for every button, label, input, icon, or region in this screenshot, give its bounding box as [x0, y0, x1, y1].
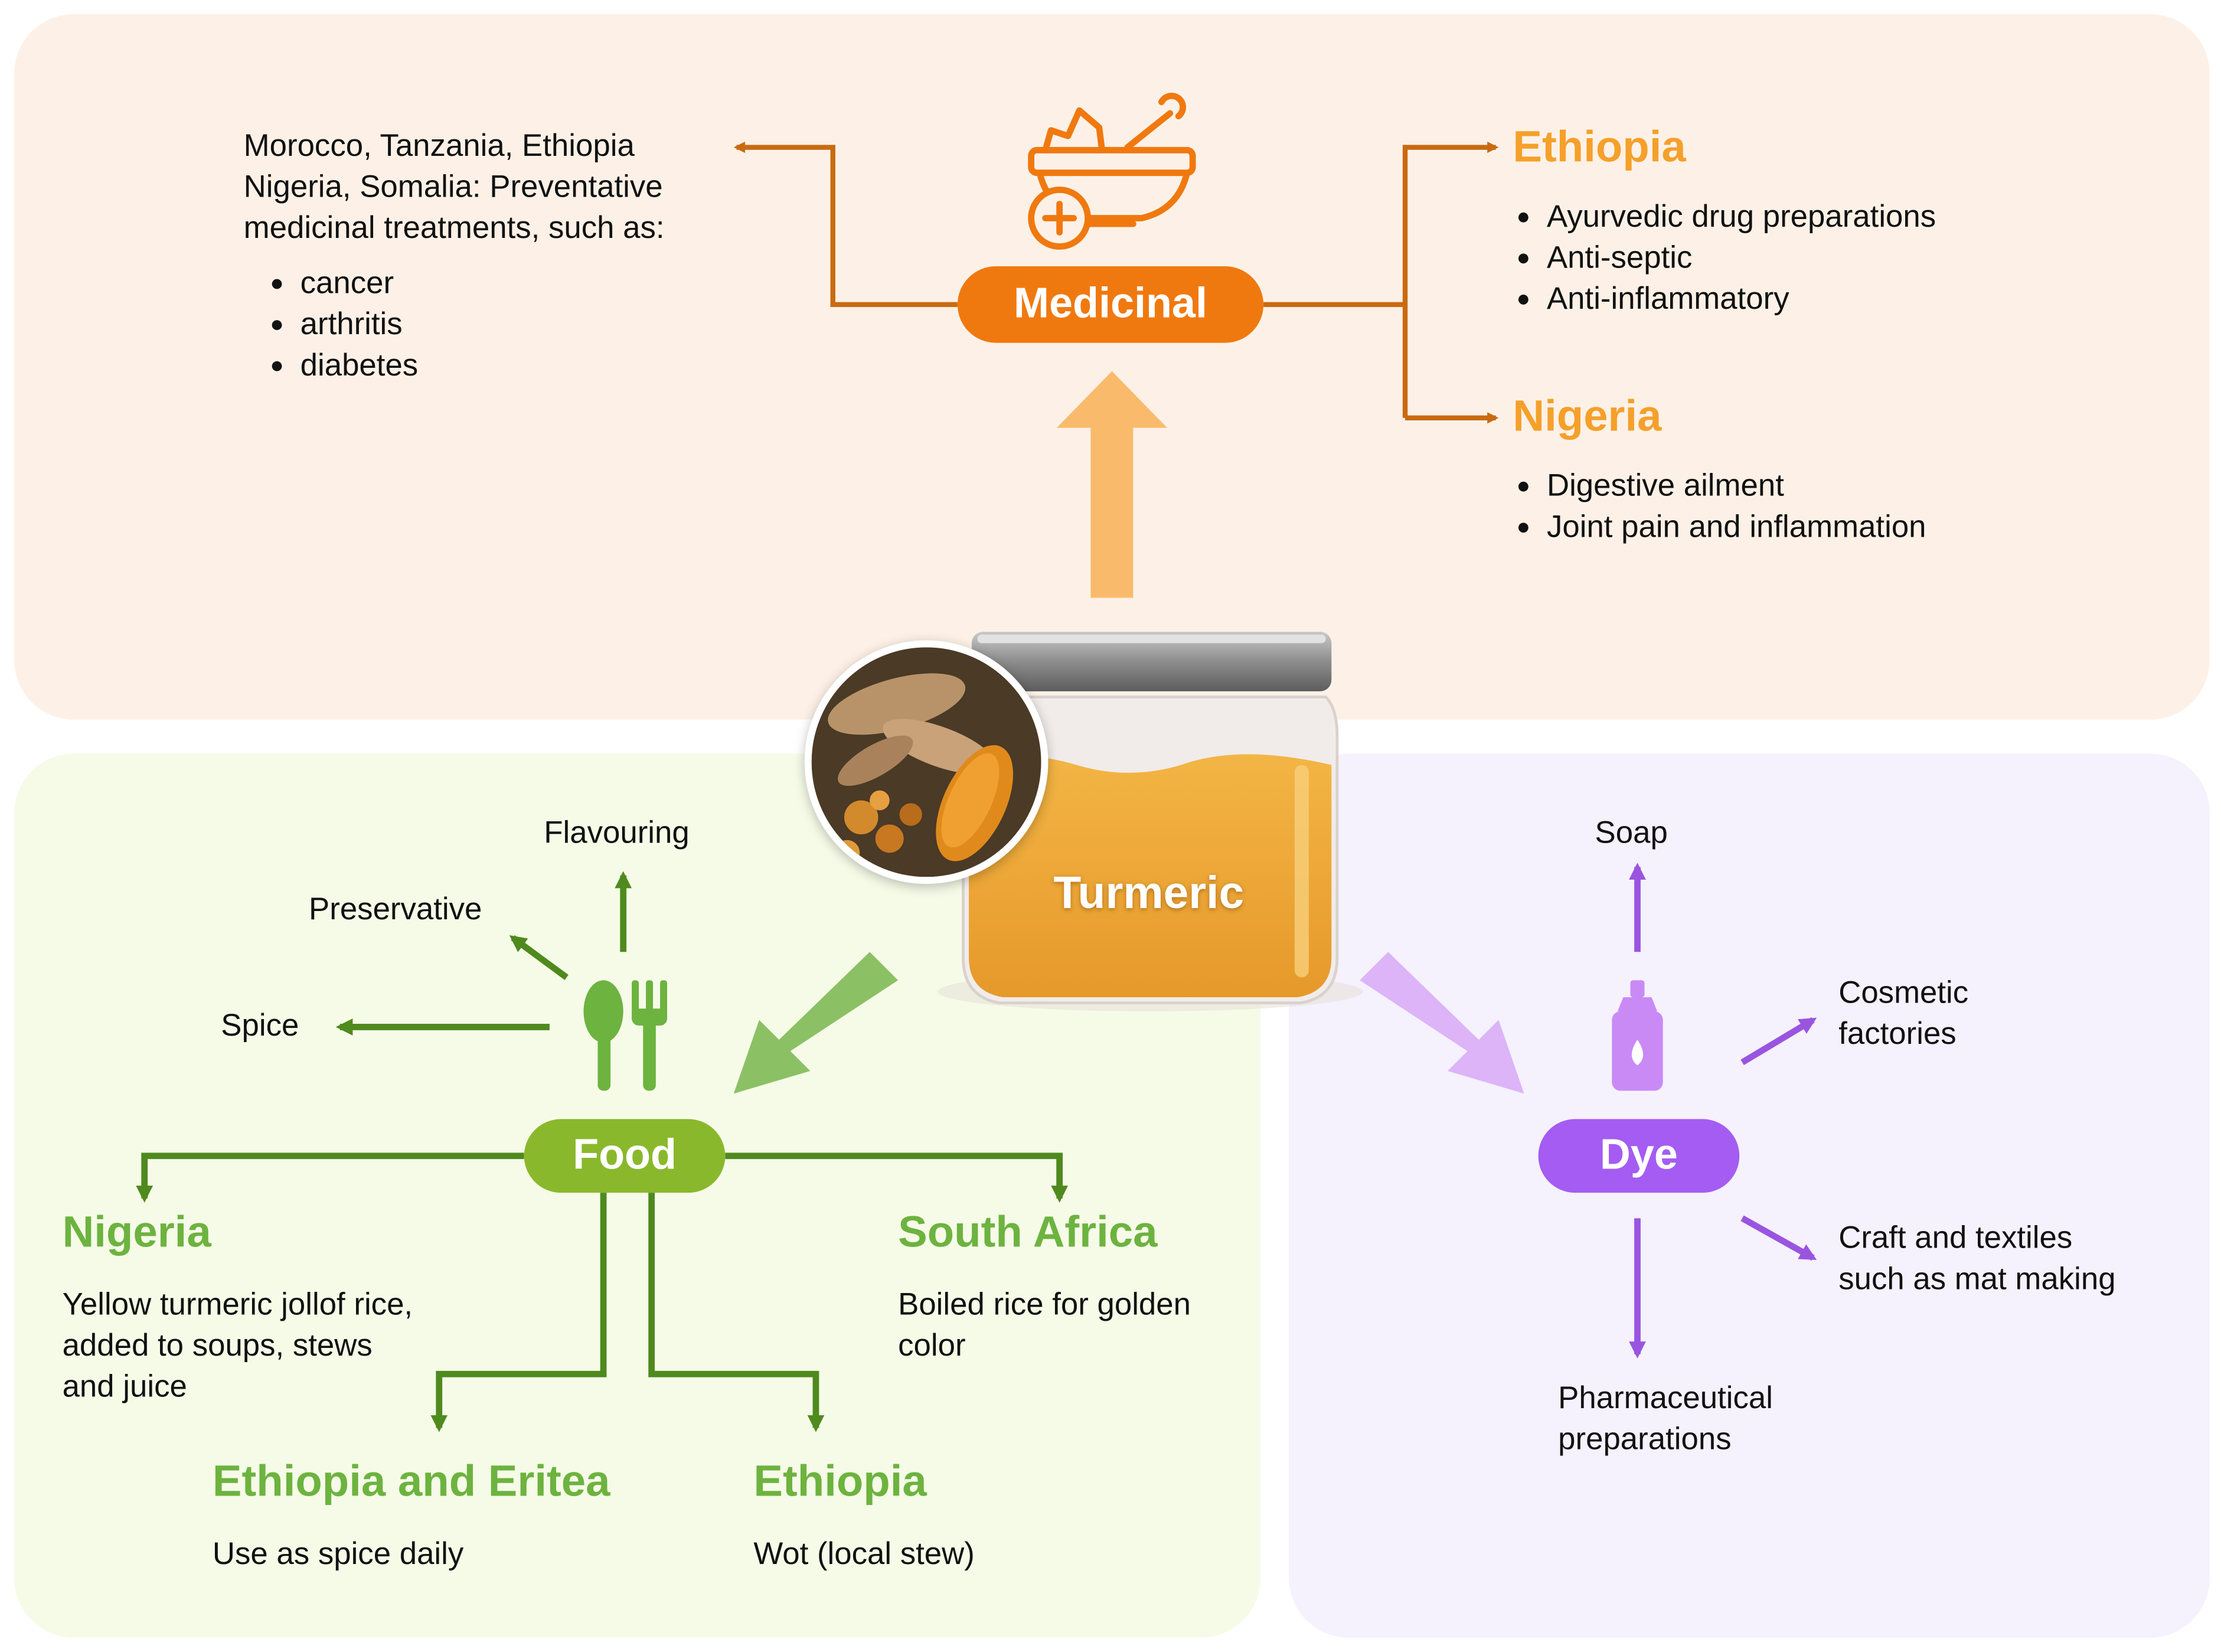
medicinal-left-intro-line: Nigeria, Somalia: Preventative	[243, 168, 663, 204]
food-ethiopia-eritea-text: Use as spice daily	[212, 1535, 464, 1571]
medicinal-ethiopia-item: Anti-inflammatory	[1547, 277, 1936, 319]
dye-craft-block: Craft and textiles such as mat making	[1838, 1217, 2115, 1299]
dye-pharma-block: Pharmaceutical preparations	[1558, 1377, 1773, 1459]
food-ethiopia-text: Wot (local stew)	[753, 1535, 975, 1571]
dye-pharma-line: Pharmaceutical	[1558, 1379, 1773, 1415]
dye-cosmetic-block: Cosmetic factories	[1838, 972, 1968, 1054]
medicinal-nigeria-item: Joint pain and inflammation	[1547, 506, 1926, 547]
food-use-preservative: Preservative	[309, 891, 482, 927]
medicinal-ethiopia-list: Ayurvedic drug preparations Anti-septic …	[1490, 195, 1936, 319]
turmeric-photo-illustration	[811, 647, 1041, 877]
medicinal-category-label: Medicinal	[957, 266, 1264, 343]
food-ethiopia-heading: Ethiopia	[753, 1456, 927, 1506]
food-nigeria-block: Yellow turmeric jollof rice, added to so…	[63, 1284, 413, 1407]
arrow-to-medicinal	[1056, 371, 1167, 598]
medicinal-connectors	[733, 141, 1499, 424]
medicinal-nigeria-list: Digestive ailment Joint pain and inflamm…	[1490, 465, 1926, 547]
medicinal-ethiopia-item: Ayurvedic drug preparations	[1547, 195, 1936, 237]
medicinal-ethiopia-heading: Ethiopia	[1513, 122, 1686, 172]
medicinal-nigeria-item: Digestive ailment	[1547, 465, 1926, 506]
arrow-to-food	[733, 952, 899, 1094]
food-use-flavouring: Flavouring	[544, 814, 690, 850]
mortar-pestle-icon	[1028, 92, 1196, 250]
medicinal-ethiopia-block: Ayurvedic drug preparations Anti-septic …	[1490, 195, 1936, 319]
food-nigeria-line: added to soups, stews	[62, 1327, 373, 1363]
food-nigeria-line: and juice	[62, 1368, 187, 1404]
cutlery-icon	[583, 980, 668, 1091]
medicinal-left-intro-line: medicinal treatments, such as:	[243, 210, 665, 246]
medicinal-nigeria-heading: Nigeria	[1513, 391, 1662, 441]
dye-bottle-icon	[1612, 980, 1663, 1091]
turmeric-photo	[804, 640, 1049, 884]
food-south-africa-line: Boiled rice for golden	[898, 1286, 1191, 1322]
food-south-africa-heading: South Africa	[898, 1207, 1158, 1257]
medicinal-left-item: arthritis	[301, 303, 665, 344]
dye-craft-line: Craft and textiles	[1838, 1219, 2073, 1255]
food-use-spice: Spice	[221, 1007, 299, 1043]
medicinal-left-item: diabetes	[301, 344, 665, 386]
turmeric-jar	[938, 632, 1363, 1012]
center-label: Turmeric	[1053, 867, 1245, 918]
food-nigeria-line: Yellow turmeric jollof rice,	[62, 1286, 413, 1322]
food-category-label: Food	[524, 1119, 726, 1193]
dye-cosmetic-line: factories	[1838, 1016, 1957, 1052]
food-nigeria-heading: Nigeria	[62, 1207, 211, 1257]
food-ethiopia-eritea-heading: Ethiopia and Eritea	[212, 1456, 610, 1506]
medicinal-ethiopia-item: Anti-septic	[1547, 237, 1936, 278]
medicinal-left-list: cancer arthritis diabetes	[244, 262, 665, 386]
medicinal-left-intro-line: Morocco, Tanzania, Ethiopia	[243, 127, 635, 163]
medicinal-left-item: cancer	[301, 262, 665, 303]
dye-connectors	[1629, 863, 1817, 1359]
dye-soap-text: Soap	[1595, 814, 1668, 850]
dye-category-label: Dye	[1538, 1119, 1740, 1193]
food-south-africa-block: Boiled rice for golden color	[898, 1284, 1191, 1366]
dye-craft-line: such as mat making	[1838, 1261, 2116, 1297]
dye-pharma-line: preparations	[1558, 1421, 1732, 1457]
medicinal-panel	[14, 14, 2210, 720]
medicinal-nigeria-block: Digestive ailment Joint pain and inflamm…	[1490, 465, 1926, 547]
arrow-to-dye	[1360, 952, 1524, 1094]
food-south-africa-line: color	[898, 1327, 966, 1363]
food-connectors	[136, 871, 1069, 1432]
medicinal-left-block: Morocco, Tanzania, Ethiopia Nigeria, Som…	[244, 125, 665, 385]
dye-cosmetic-line: Cosmetic	[1838, 974, 1969, 1010]
dye-panel	[1289, 753, 2210, 1638]
